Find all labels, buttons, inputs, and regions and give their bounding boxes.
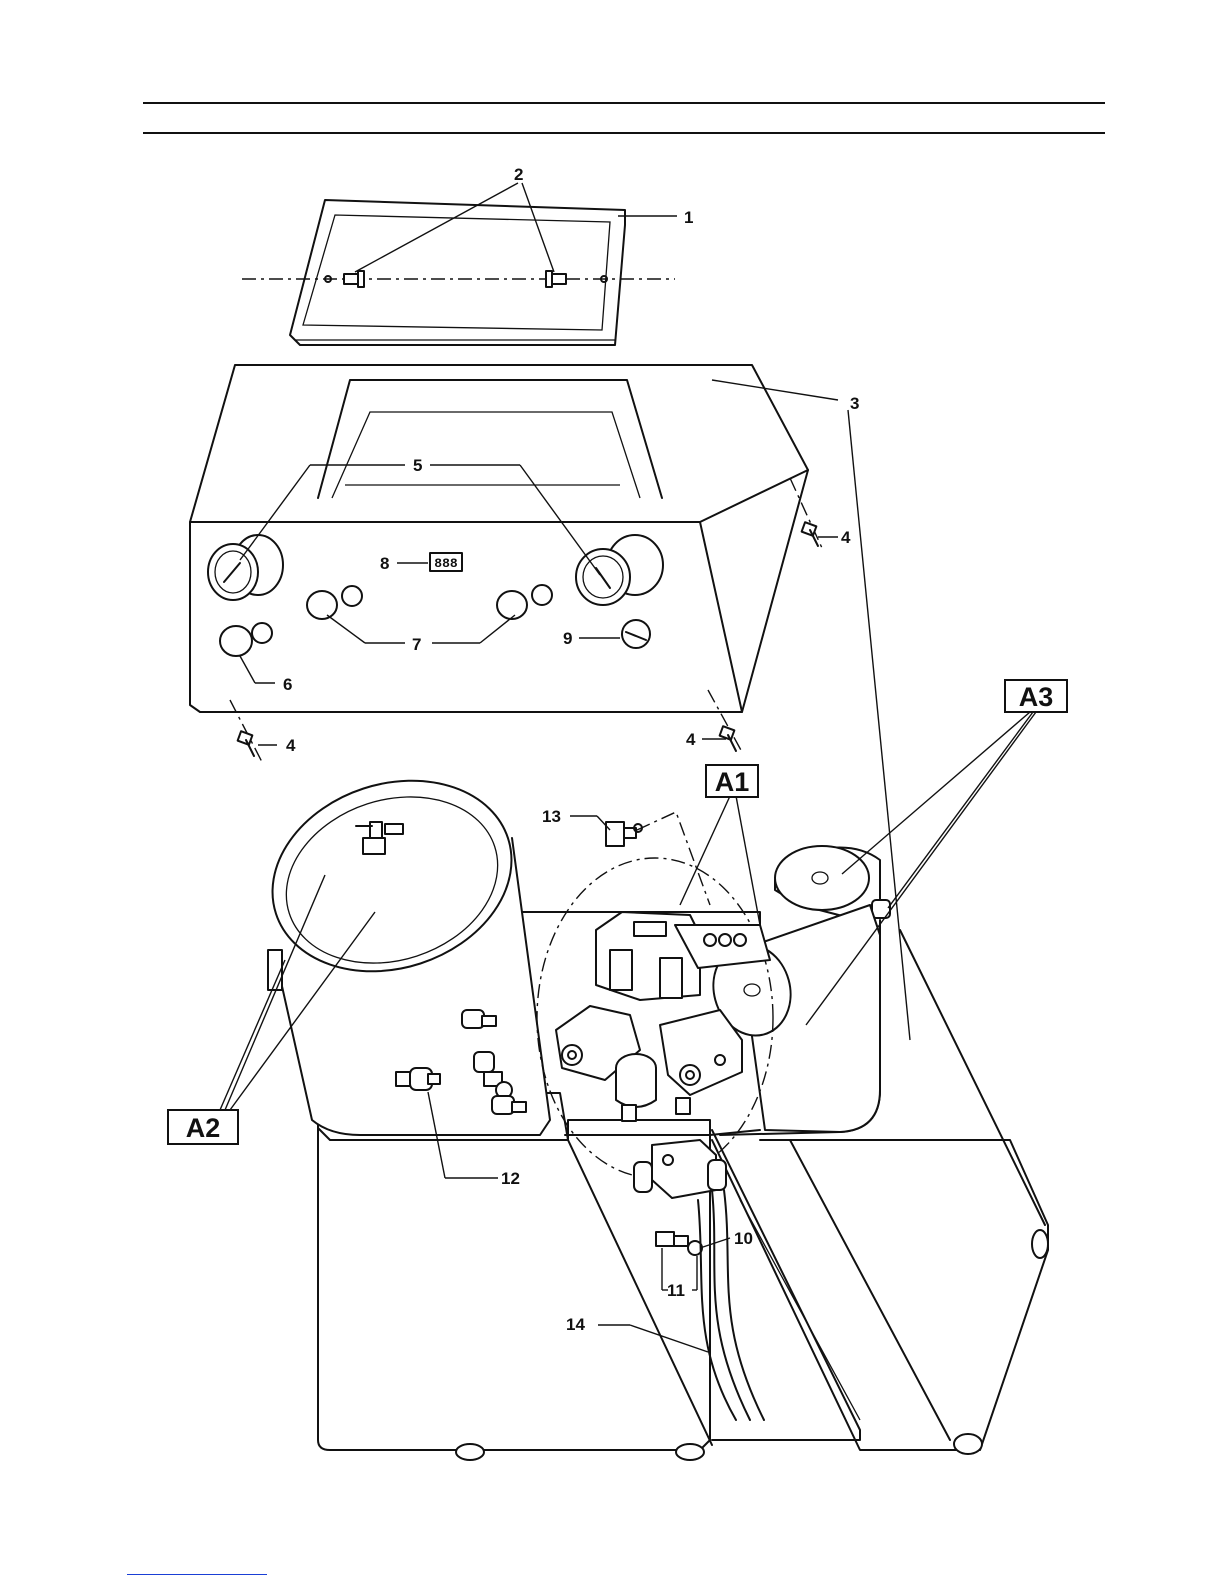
svg-text:A1: A1 [715, 767, 750, 797]
item10-11-fittings [656, 1232, 702, 1255]
header-rules [143, 103, 1105, 133]
top-lid [242, 200, 675, 345]
label-4-mid: 4 [686, 730, 696, 749]
label-5: 5 [413, 456, 422, 475]
svg-text:A3: A3 [1019, 682, 1054, 712]
left-tank [248, 751, 550, 1135]
label-4-right: 4 [841, 528, 851, 547]
label-14: 14 [566, 1315, 585, 1334]
selector-switch [622, 620, 650, 648]
footer-link-underline[interactable] [127, 1574, 267, 1575]
label-6: 6 [283, 675, 292, 694]
svg-text:A2: A2 [186, 1113, 221, 1143]
assembly-label-a2: A2 [168, 1110, 238, 1144]
label-12: 12 [501, 1169, 520, 1188]
label-13: 13 [542, 807, 561, 826]
leader-lines [220, 183, 1036, 1352]
label-2: 2 [514, 165, 523, 184]
control-housing: 888 [190, 365, 808, 712]
assembly-label-a3: A3 [1005, 680, 1067, 712]
digital-display: 888 [430, 553, 462, 571]
assembly-label-a1: A1 [706, 765, 758, 797]
lid-screw-right [546, 271, 566, 287]
right-tank [703, 846, 890, 1132]
label-9: 9 [563, 629, 572, 648]
label-11: 11 [667, 1281, 685, 1300]
label-4-left: 4 [286, 736, 296, 755]
item13-fitting [606, 822, 642, 846]
label-1: 1 [684, 208, 693, 227]
label-7: 7 [412, 635, 421, 654]
label-10: 10 [734, 1229, 753, 1248]
label-3: 3 [850, 394, 859, 413]
label-8: 8 [380, 554, 389, 573]
lid-screw-left [344, 271, 364, 287]
display-digits: 888 [434, 556, 458, 571]
